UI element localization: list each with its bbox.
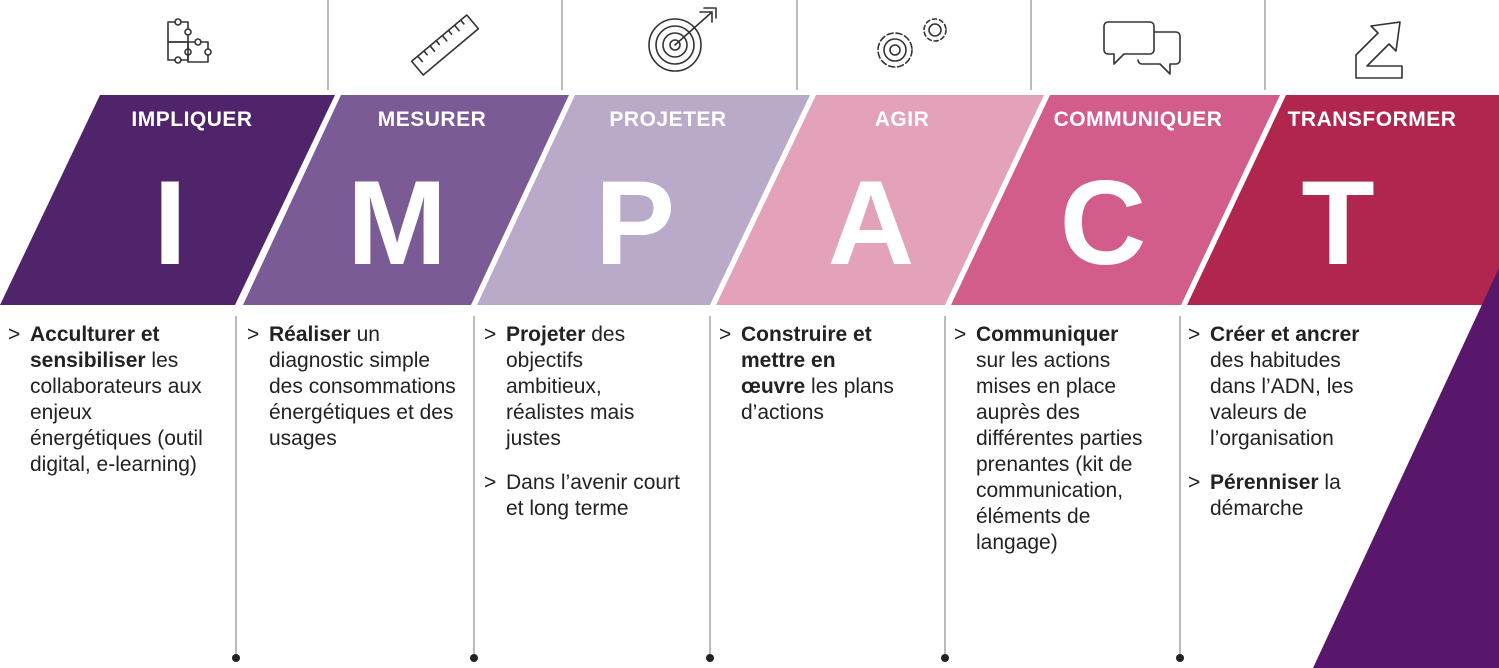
highlight-text: Réaliser bbox=[269, 323, 351, 346]
step-letter: C bbox=[1059, 156, 1147, 290]
description-item: > Créer et ancrer des habitudes dans l’AD… bbox=[1188, 322, 1373, 452]
description-item: > Construire et mettre en œuvre les plans… bbox=[719, 322, 899, 426]
description-item: > Dans l’avenir court et long terme bbox=[484, 470, 684, 522]
separator-dot bbox=[706, 654, 714, 662]
bullet-arrow: > bbox=[1188, 471, 1201, 494]
segment-projeter bbox=[477, 95, 810, 305]
puzzle-icon bbox=[167, 18, 212, 64]
description-item: > Réaliser un diagnostic simple des conso… bbox=[247, 322, 465, 452]
bullet-arrow: > bbox=[484, 323, 497, 346]
highlight-text: Projeter bbox=[506, 323, 586, 346]
separator-dot bbox=[232, 654, 240, 662]
corner-triangle bbox=[1313, 268, 1499, 668]
gears-icon bbox=[877, 18, 947, 68]
step-heading: IMPLIQUER bbox=[131, 108, 253, 131]
body-text: sur les actions mises en place auprès de… bbox=[976, 349, 1143, 554]
highlight-text: Pérenniser bbox=[1210, 471, 1319, 494]
body-text: des objectifs ambitieux, réalistes mais … bbox=[506, 323, 635, 450]
step-heading: PROJETER bbox=[609, 108, 727, 131]
segment-transformer bbox=[1187, 95, 1499, 305]
separator-dot bbox=[1176, 654, 1184, 662]
step-description: > Réaliser un diagnostic simple des conso… bbox=[247, 322, 465, 452]
speech-bubbles-icon bbox=[1103, 21, 1181, 75]
transform-arrow-icon bbox=[1355, 21, 1403, 79]
step-letter: T bbox=[1301, 156, 1375, 290]
segment-agir bbox=[716, 95, 1044, 305]
step-heading: MESURER bbox=[377, 108, 487, 131]
step-letter: A bbox=[827, 156, 915, 290]
bullet-arrow: > bbox=[954, 323, 967, 346]
segment-communiquer bbox=[951, 95, 1280, 305]
highlight-text: Acculturer et sensibiliser bbox=[30, 323, 160, 372]
step-letter: M bbox=[347, 156, 447, 290]
description-item: > Pérenniser la démarche bbox=[1188, 470, 1373, 522]
segment-impliquer bbox=[0, 95, 335, 305]
step-description: > Projeter des objectifs ambitieux, réali… bbox=[484, 322, 684, 522]
step-description: > Acculturer et sensibiliser les collabor… bbox=[8, 322, 213, 478]
step-letter: I bbox=[153, 156, 187, 290]
body-text: des habitudes dans l’ADN, les valeurs de… bbox=[1210, 349, 1354, 450]
step-heading: COMMUNIQUER bbox=[1053, 108, 1223, 131]
step-heading: TRANSFORMER bbox=[1287, 108, 1457, 131]
separator-dot bbox=[941, 654, 949, 662]
highlight-text: Construire et mettre en œuvre bbox=[741, 323, 872, 398]
ruler-icon bbox=[410, 14, 480, 76]
bullet-arrow: > bbox=[484, 471, 497, 494]
body-text: les collaborateurs aux enjeux énergétiqu… bbox=[30, 349, 203, 476]
description-item: > Projeter des objectifs ambitieux, réali… bbox=[484, 322, 684, 452]
bullet-arrow: > bbox=[1188, 323, 1201, 346]
body-text: les plans d’actions bbox=[741, 375, 894, 424]
step-description: > Construire et mettre en œuvre les plans… bbox=[719, 322, 899, 426]
highlight-text: Créer et ancrer bbox=[1210, 323, 1360, 346]
bullet-arrow: > bbox=[8, 323, 21, 346]
separator-dot bbox=[470, 654, 478, 662]
bullet-arrow: > bbox=[719, 323, 732, 346]
body-text: la démarche bbox=[1210, 471, 1341, 520]
step-description: > Créer et ancrer des habitudes dans l’AD… bbox=[1188, 322, 1373, 522]
description-item: > Acculturer et sensibiliser les collabor… bbox=[8, 322, 213, 478]
body-text: un diagnostic simple des consommations é… bbox=[269, 323, 456, 450]
step-description: > Communiquer sur les actions mises en pl… bbox=[954, 322, 1144, 556]
body-text: Dans l’avenir court et long terme bbox=[506, 471, 680, 520]
segment-mesurer bbox=[243, 95, 569, 305]
bullet-arrow: > bbox=[247, 323, 260, 346]
description-item: > Communiquer sur les actions mises en pl… bbox=[954, 322, 1144, 556]
step-heading: AGIR bbox=[874, 108, 930, 131]
step-letter: P bbox=[594, 156, 676, 290]
highlight-text: Communiquer bbox=[976, 323, 1119, 346]
target-icon bbox=[648, 7, 717, 72]
